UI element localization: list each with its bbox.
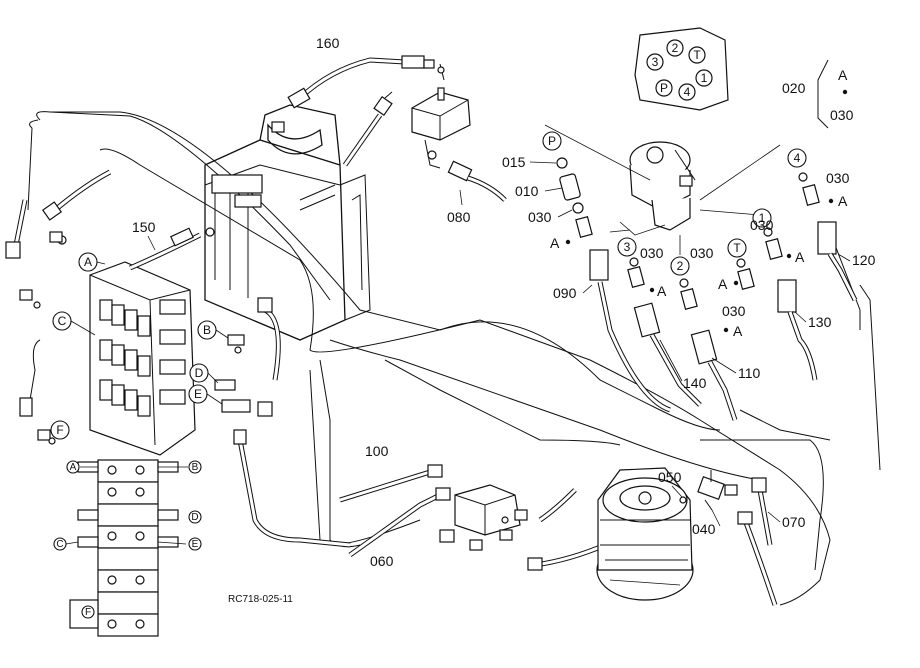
- label-030-e: 030: [826, 170, 850, 186]
- drawing-code: RC718-025-11: [228, 594, 293, 605]
- label-130: 130: [808, 314, 832, 330]
- swivel-fittings: [439, 484, 606, 571]
- a-marker-6: A: [733, 323, 743, 339]
- joint-port-2: 2: [672, 41, 679, 55]
- a-marker-1: A: [550, 235, 560, 251]
- pilot-fittings-stack: [556, 157, 820, 310]
- part-number-labels: 160 150 080 015 010 030 030 030 030 030 …: [132, 35, 876, 569]
- inset-port-c: C: [56, 539, 63, 550]
- a-marker-5: A: [838, 193, 848, 209]
- hose-080: [447, 160, 507, 206]
- label-030-d: 030: [750, 217, 774, 233]
- joint-port-t: T: [693, 48, 701, 62]
- legend-a-030: A 030: [817, 59, 854, 129]
- legend-part: 030: [830, 107, 854, 123]
- pilot-filter-block: [411, 87, 471, 169]
- port-callouts: A C B D E F A B C D E F P 4 1 T: [50, 131, 807, 619]
- joint-port-1: 1: [701, 71, 708, 85]
- label-120: 120: [852, 252, 876, 268]
- hose-160: [287, 55, 445, 109]
- label-030-f: 030: [722, 303, 746, 319]
- inset-port-b: B: [192, 462, 199, 473]
- port-a-callout: A: [84, 255, 92, 269]
- port-f-callout: F: [56, 423, 63, 437]
- hose-100-060: [339, 464, 451, 558]
- label-030-a: 030: [528, 209, 552, 225]
- label-100: 100: [365, 443, 389, 459]
- port-e-callout: E: [194, 387, 202, 401]
- callout-t: T: [733, 241, 741, 255]
- label-040: 040: [692, 521, 716, 537]
- fittings-bde: [214, 297, 351, 548]
- label-150: 150: [132, 219, 156, 235]
- port-c-callout: C: [58, 314, 67, 328]
- callout-3: 3: [624, 240, 631, 254]
- label-030-b: 030: [640, 245, 664, 261]
- inset-port-e: E: [192, 539, 199, 550]
- label-160: 160: [316, 35, 340, 51]
- joint-port-4: 4: [684, 85, 691, 99]
- label-080: 080: [447, 209, 471, 225]
- a-marker-3: A: [718, 276, 728, 292]
- inset-port-a: A: [70, 462, 77, 473]
- legend-letter: A: [838, 67, 848, 83]
- port-d-callout: D: [195, 366, 204, 380]
- label-050: 050: [658, 469, 682, 485]
- pilot-valve: [544, 124, 781, 255]
- hose-150: [129, 227, 215, 271]
- label-140: 140: [683, 375, 707, 391]
- travel-motor: [596, 467, 694, 601]
- callout-1: 1: [759, 211, 766, 225]
- hose-left-upper: [5, 169, 112, 309]
- label-015: 015: [502, 154, 526, 170]
- hydraulic-tank: [204, 104, 371, 341]
- fittings-050-040-070: [679, 470, 778, 606]
- joint-top-view: 2 T 3 1 P 4: [634, 27, 729, 111]
- label-070: 070: [782, 514, 806, 530]
- port-b-callout: B: [203, 323, 211, 337]
- joint-port-3: 3: [652, 55, 659, 69]
- control-valve-block: [19, 261, 196, 456]
- callout-p: P: [548, 134, 556, 148]
- label-020: 020: [782, 80, 806, 96]
- a-marker-4: A: [795, 249, 805, 265]
- callout-2: 2: [677, 259, 684, 273]
- inset-port-d: D: [191, 512, 198, 523]
- return-line-loops: [27, 111, 881, 606]
- callout-4: 4: [794, 151, 801, 165]
- valve-inset: [65, 459, 188, 637]
- label-060: 060: [370, 553, 394, 569]
- a-marker-2: A: [657, 283, 667, 299]
- label-090: 090: [553, 285, 577, 301]
- label-110: 110: [738, 365, 761, 381]
- inset-port-f: F: [85, 607, 91, 618]
- hose-tank-to-filter: [342, 91, 393, 167]
- pilot-hoses-right: [589, 221, 858, 421]
- joint-port-p: P: [660, 81, 668, 95]
- label-010: 010: [515, 183, 539, 199]
- label-030-c: 030: [690, 245, 714, 261]
- a-markers: A A A A A A: [550, 193, 848, 339]
